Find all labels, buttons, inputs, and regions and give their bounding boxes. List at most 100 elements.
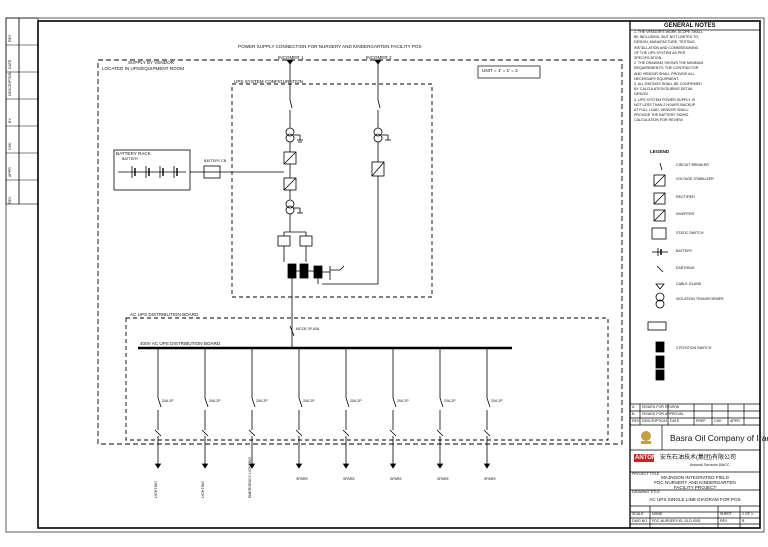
feeder-breaker-label: 20A 2P	[162, 399, 174, 403]
anton-logo	[634, 454, 654, 462]
feeder-name-label: LIGHTING	[154, 481, 158, 498]
rev-header-cell: DATE	[670, 419, 680, 423]
outer-border	[5, 17, 765, 533]
feeder-name-label: SPARE	[390, 477, 402, 481]
feeder-line	[295, 429, 303, 437]
feeder-line	[342, 463, 350, 469]
battery-breaker: BATTERY CB	[204, 159, 227, 163]
boc-logo	[641, 431, 651, 444]
tb-row2-cell: B	[742, 519, 745, 523]
note-line: CALCULATION FOR REVIEW.	[634, 118, 684, 123]
feeder-line	[483, 463, 491, 469]
feeder-line	[201, 429, 209, 437]
rev-header-cell: REV	[632, 419, 640, 423]
contractor-brand: ANTON	[635, 455, 657, 461]
feeder-name-label: EMERGENCY LIGHTING	[248, 456, 252, 498]
tb-row2-cell: DWG NO.	[632, 519, 649, 523]
legend-item-label: ISOLATION TRANSFORMER	[676, 297, 724, 301]
legend-item-label: BATTERY	[676, 249, 693, 253]
feeder-line	[248, 429, 256, 437]
distribution-boundary	[125, 317, 609, 441]
feeder-line	[439, 397, 444, 408]
rev-header-cell: CHK	[714, 419, 722, 423]
note-line: DESIGN.	[634, 92, 649, 97]
feeder-breaker-label: 20A 2P	[209, 399, 221, 403]
top-note: POWER SUPPLY CONNECTION FOR NURSERY AND …	[238, 44, 422, 49]
tb-row1-cell: SHEET	[720, 512, 732, 516]
feeder-line	[157, 397, 162, 408]
project-label: PROJECT TITLE	[632, 472, 660, 476]
static-switch-output	[287, 263, 345, 348]
feeder-line	[389, 463, 397, 469]
notes-title: GENERAL NOTES	[664, 23, 716, 29]
feeder-line	[295, 463, 303, 469]
note-line: 2. THE DRAWING SHOWS THE MINIMUM	[634, 61, 704, 66]
phase-box	[477, 65, 541, 79]
note-line: INSTALLATION AND COMMISSIONING	[634, 45, 699, 50]
legend-symbols	[647, 162, 668, 381]
note-line: BE INCLUDING, BUT NOT LIMITED TO,	[634, 35, 700, 40]
note-line: PROVIDE THE BATTERY SIZING	[634, 113, 689, 118]
feeder-name-label: SPARE	[484, 477, 496, 481]
main-cb-label: MCCB 3P 63A	[296, 327, 320, 331]
tb-row2-cell: REV	[720, 519, 728, 523]
note-line: AT FULL LOAD. VENDOR SHALL	[634, 108, 689, 112]
rev-header-cell: PREP	[696, 419, 706, 423]
project-line-3: FACILITY PROJECT	[673, 485, 717, 490]
phase-box-text: UNIT = 1' = 1' = 2	[482, 68, 518, 73]
client-name: Basra Oil Company of Iraq	[670, 433, 768, 443]
inner-border	[37, 20, 761, 529]
legend-static-switch-icon	[651, 227, 667, 240]
left-strip-label: APPR	[8, 167, 12, 177]
incomer-2-label: INCOMER 2	[366, 55, 392, 60]
feeder-line	[345, 397, 350, 408]
feeder-line	[392, 397, 397, 408]
rev-cell: ISSUED FOR REVIEW	[642, 405, 680, 409]
feeder-line	[154, 463, 162, 469]
rev-cell: B	[632, 412, 635, 416]
busbar-label: 400V AC UPS DISTRIBUTION BOARD	[140, 341, 221, 346]
legend-item-label: VOLTAGE STABILIZER	[676, 177, 714, 181]
incomer-2-path	[322, 59, 391, 285]
drawing-title: AC UPS SINGLE LINE DIAGRAM FOR POS	[649, 497, 741, 502]
feeder-breaker-label: 20A 2P	[397, 399, 409, 403]
feeder-line	[436, 463, 444, 469]
feeder-name-label: SPARE	[437, 477, 449, 481]
note-line: 3. ALL RATINGS SHALL BE CONFIRMED	[634, 82, 702, 86]
note-line: BY CALCULATION DURING DETAIL	[634, 87, 694, 92]
feeder-line	[251, 397, 256, 408]
legend-item-label: 3 POSITION SWITCH	[676, 346, 712, 350]
battery-title: BATTERY RACK	[116, 151, 151, 156]
note-line: NECESSARY EQUIPMENT.	[634, 76, 679, 81]
feeder-line	[154, 429, 162, 437]
left-revision-strip	[5, 17, 39, 205]
note-line: 1. THE VENDOR'S WORK SCOPE SHALL	[634, 30, 703, 34]
note-line: REQUIREMENTS; THE CONTRACTOR	[634, 66, 699, 71]
note-line: AND VENDOR SHALL PROVIDE ALL	[634, 71, 695, 76]
project-line-2: FDC NURSERY AND KINDERGARTEN	[654, 480, 736, 485]
legend-item-label: CABLE GLAND	[676, 282, 702, 286]
feeder-breaker-label: 20A 2P	[444, 399, 456, 403]
note-line: SPECIFICATION.	[634, 56, 663, 60]
incomer-1-path	[277, 59, 313, 262]
feeder-line	[342, 429, 350, 437]
tb-row2-cell: FDC-NURSERY-EL-SLD-0001	[652, 519, 701, 523]
legend-stabilizer-icon	[653, 174, 666, 187]
ups-system-boundary	[231, 83, 433, 298]
legend-earthing-icon	[656, 265, 664, 273]
feeder-line	[204, 397, 209, 408]
rev-header-cell: DESCRIPTION	[642, 419, 667, 423]
feeder-name-label: LIGHTING	[201, 481, 205, 498]
legend-inverter-icon	[653, 209, 666, 222]
scope-label: SUPPLY BY VENDOR	[128, 60, 174, 65]
note-line: 4. UPS SYSTEM POWER SUPPLY IS	[634, 97, 695, 102]
legend-item-label: STATIC SWITCH	[676, 231, 704, 235]
feeder-line	[298, 397, 303, 408]
note-line: DESIGN, MANUFACTURE, TESTING,	[634, 40, 696, 45]
feeder-name-label: SPARE	[296, 477, 308, 481]
left-strip-label: BY	[8, 118, 12, 123]
tb-row1-cell: SCALE	[632, 512, 644, 516]
note-line: NOT LESS THAN 2 HOURS BACKUP	[634, 102, 696, 107]
legend-rectifier-icon	[653, 192, 666, 205]
